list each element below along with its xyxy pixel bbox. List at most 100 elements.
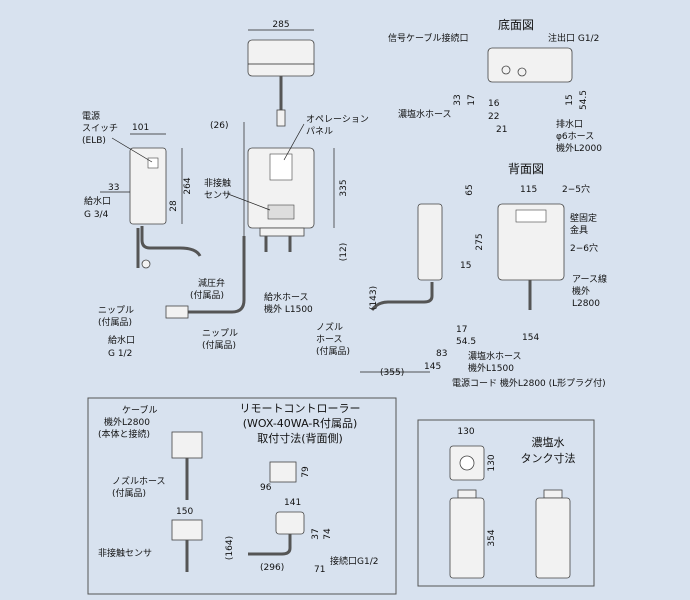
bottom-view: 底面図 信号ケーブル接続口 注出口 G1/2 33 17 16 22 21 濃塩… <box>388 17 602 154</box>
label-bracket-2: 金具 <box>570 224 588 236</box>
remote-box: リモートコントローラー (WOX-40WA-R付属品) 取付寸法(背面側) ケー… <box>87 397 397 595</box>
bottom-view-title: 底面図 <box>498 17 534 32</box>
tank-frame <box>417 419 595 587</box>
dim-bottom-54-5: 54.5 <box>579 90 589 110</box>
pressure-valve <box>165 305 189 319</box>
label-outlet-port: 注出口 G1/2 <box>548 32 599 44</box>
dim-back-355: (355) <box>380 368 404 378</box>
label-bracket-1: 壁固定 <box>570 212 597 224</box>
bottom-port-1 <box>501 65 511 75</box>
dim-tank-130b: 130 <box>487 454 497 471</box>
remote-title-2: (WOX-40WA-R付属品) <box>243 417 358 430</box>
dim-335: 335 <box>339 179 349 196</box>
tank-cap-side <box>543 489 563 499</box>
label-remote-cable-2: 機外L2800 <box>104 416 150 428</box>
label-operation-1: オペレーション <box>306 114 369 125</box>
top-view: 285 <box>247 20 315 127</box>
remote-frame <box>87 397 397 595</box>
tank-title-1: 濃塩水 <box>532 435 565 449</box>
dim-back-17: 17 <box>456 325 467 335</box>
label-earth-2: 機外 <box>572 285 590 297</box>
label-hose-1: 給水ホース <box>264 291 309 303</box>
label-hose-2: 機外 L1500 <box>264 303 313 315</box>
label-sensor-2: センサ <box>204 190 231 201</box>
back-view: 背面図 65 115 2−5穴 壁固定 金具 2−6穴 275 15 アース線 … <box>316 162 607 389</box>
label-operation-2: パネル <box>306 126 333 137</box>
side-valve <box>141 259 151 269</box>
label-drain-1: 排水口 <box>556 118 583 130</box>
dim-33: 33 <box>108 183 119 193</box>
tank-box: 濃塩水 タンク寸法 130 130 354 <box>417 419 595 587</box>
label-inlet-1: 給水口 <box>108 334 135 346</box>
label-holes-5: 2−5穴 <box>562 183 590 195</box>
dim-remote-74: 74 <box>323 528 333 540</box>
label-power-2: スイッチ <box>82 123 118 134</box>
power-switch <box>147 157 159 169</box>
dim-264: 264 <box>183 177 193 194</box>
dim-bottom-17: 17 <box>467 94 477 105</box>
top-nozzle <box>276 109 286 127</box>
dim-remote-150: 150 <box>176 507 193 517</box>
remote-mount-top <box>269 461 297 483</box>
remote-sensor-body <box>171 519 203 541</box>
label-nipple2-b: (付属品) <box>202 340 236 351</box>
sensor-window <box>267 204 295 220</box>
dim-bottom-33: 33 <box>453 94 463 105</box>
label-earth-3: L2800 <box>572 299 600 309</box>
tank-title-2: タンク寸法 <box>521 451 576 465</box>
dim-285: 285 <box>272 20 289 30</box>
dim-tank-354: 354 <box>487 529 497 546</box>
bottom-port-2 <box>517 67 527 77</box>
label-earth-1: アース線 <box>572 273 607 285</box>
dim-remote-164: (164) <box>225 536 235 560</box>
dim-12: (12) <box>339 243 349 261</box>
dim-remote-141: 141 <box>284 498 301 508</box>
label-nipple2-a: ニップル <box>202 328 238 339</box>
label-back-brine-1: 濃塩水ホース <box>468 350 522 362</box>
label-sensor-1: 非接触 <box>204 177 231 189</box>
label-back-nozzle-1: ノズル <box>316 321 343 333</box>
label-remote-cable-3: (本体と接続) <box>98 428 150 440</box>
dim-remote-37: 37 <box>311 528 321 539</box>
dim-101: 101 <box>132 123 149 133</box>
dim-28: 28 <box>169 200 179 212</box>
label-holes-6: 2−6穴 <box>570 242 598 254</box>
tank-side-view <box>535 497 571 579</box>
label-remote-nozzle-1: ノズルホース <box>112 475 166 487</box>
label-nipple1-a: ニップル <box>98 305 134 316</box>
label-nipple1-b: (付属品) <box>98 317 132 328</box>
label-remote-sensor: 非接触センサ <box>98 547 152 559</box>
label-power-cord: 電源コード 機外L2800 (L形プラグ付) <box>452 377 606 389</box>
remote-mount-pipe <box>248 534 292 556</box>
dim-back-115: 115 <box>520 185 537 195</box>
label-inlet-2: G 1/2 <box>108 349 132 359</box>
leader-power <box>111 137 153 163</box>
dim-back-83: 83 <box>436 349 447 359</box>
dim-tank-130a: 130 <box>457 427 474 437</box>
tank-cap-front <box>457 489 477 499</box>
label-power-3: (ELB) <box>82 136 106 146</box>
dim-26: (26) <box>210 121 228 131</box>
unit-top-body <box>247 39 315 77</box>
back-side-body <box>417 203 443 281</box>
tank-front-view <box>449 497 485 579</box>
side-view: 電源 スイッチ (ELB) 101 33 給水口 G 3/4 28 264 非接… <box>82 111 271 269</box>
dim-bottom-22: 22 <box>488 112 499 122</box>
fittings-group: 減圧弁 (付属品) ニップル (付属品) ニップル (付属品) 給水口 G 1/… <box>98 236 313 359</box>
bottom-body <box>487 47 573 83</box>
leader-operation <box>283 123 305 161</box>
label-back-brine-2: 機外L1500 <box>468 362 514 374</box>
label-valve-1: 減圧弁 <box>198 277 225 289</box>
operation-panel <box>269 153 293 181</box>
back-view-title: 背面図 <box>508 162 544 176</box>
side-outlet-pipe <box>140 226 202 257</box>
label-signal-port: 信号ケーブル接続口 <box>388 32 468 44</box>
label-back-nozzle-2: ホース <box>316 334 343 345</box>
dim-back-65: 65 <box>465 184 475 195</box>
dim-back-15: 15 <box>460 261 471 271</box>
dim-back-54-5: 54.5 <box>456 337 476 347</box>
label-drain-3: 機外L2000 <box>556 142 602 154</box>
wall-bracket <box>515 209 547 223</box>
label-side-inlet-2: G 3/4 <box>84 210 109 220</box>
leader-sensor <box>227 193 271 211</box>
